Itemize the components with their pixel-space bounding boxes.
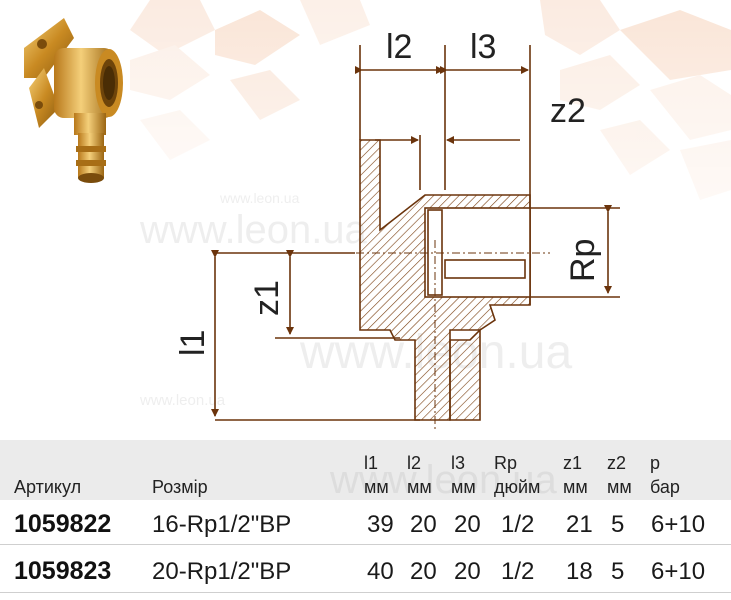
cell-l1: 39 [367, 511, 394, 538]
cell-size: 16-Rp1/2"ВР [152, 511, 292, 538]
label-l3: l3 [470, 28, 496, 66]
cell-size: 20-Rp1/2"ВР [152, 558, 292, 585]
header-z1-unit: мм [563, 477, 588, 497]
header-rp: Rp [494, 453, 518, 473]
label-z1: z1 [248, 280, 286, 316]
cell-rp: 1/2 [501, 511, 535, 538]
cell-z2: 5 [611, 558, 625, 585]
header-l3: l3 [451, 453, 466, 473]
header-l1: l1 [364, 453, 379, 473]
header-z1: z1 [563, 453, 583, 473]
header-size: Розмір [152, 477, 208, 497]
label-z2: z2 [550, 92, 586, 130]
cell-l3: 20 [454, 511, 481, 538]
cell-z1: 21 [566, 511, 593, 538]
header-p: p [650, 453, 661, 473]
header-p-unit: бар [650, 477, 680, 497]
header-z2-unit: мм [607, 477, 632, 497]
cell-l1: 40 [367, 558, 394, 585]
table-header-background [0, 440, 731, 500]
label-l1: l1 [174, 330, 212, 356]
cell-article: 1059823 [14, 557, 112, 585]
specs-table: www.leon.ua l1 l2 l3 Rp z1 z2 p Артикул … [0, 440, 731, 600]
label-l2: l2 [386, 28, 412, 66]
cell-l3: 20 [454, 558, 481, 585]
cell-p: 6+10 [651, 511, 706, 538]
technical-drawing: l2 l3 z2 Rp z1 l1 [174, 28, 620, 430]
cell-l2: 20 [410, 558, 437, 585]
cell-l2: 20 [410, 511, 437, 538]
header-l1-unit: мм [364, 477, 389, 497]
header-article: Артикул [14, 477, 82, 497]
header-l2-unit: мм [407, 477, 432, 497]
cell-z2: 5 [611, 511, 625, 538]
header-rp-unit: дюйм [494, 477, 541, 497]
row-divider [0, 592, 731, 593]
cell-z1: 18 [566, 558, 593, 585]
cell-rp: 1/2 [501, 558, 535, 585]
cell-article: 1059822 [14, 510, 112, 538]
header-l2: l2 [407, 453, 422, 473]
header-z2: z2 [607, 453, 627, 473]
row-divider [0, 544, 731, 545]
cell-p: 6+10 [651, 558, 706, 585]
label-rp: Rp [564, 239, 602, 282]
header-l3-unit: мм [451, 477, 476, 497]
product-photo [24, 18, 123, 183]
